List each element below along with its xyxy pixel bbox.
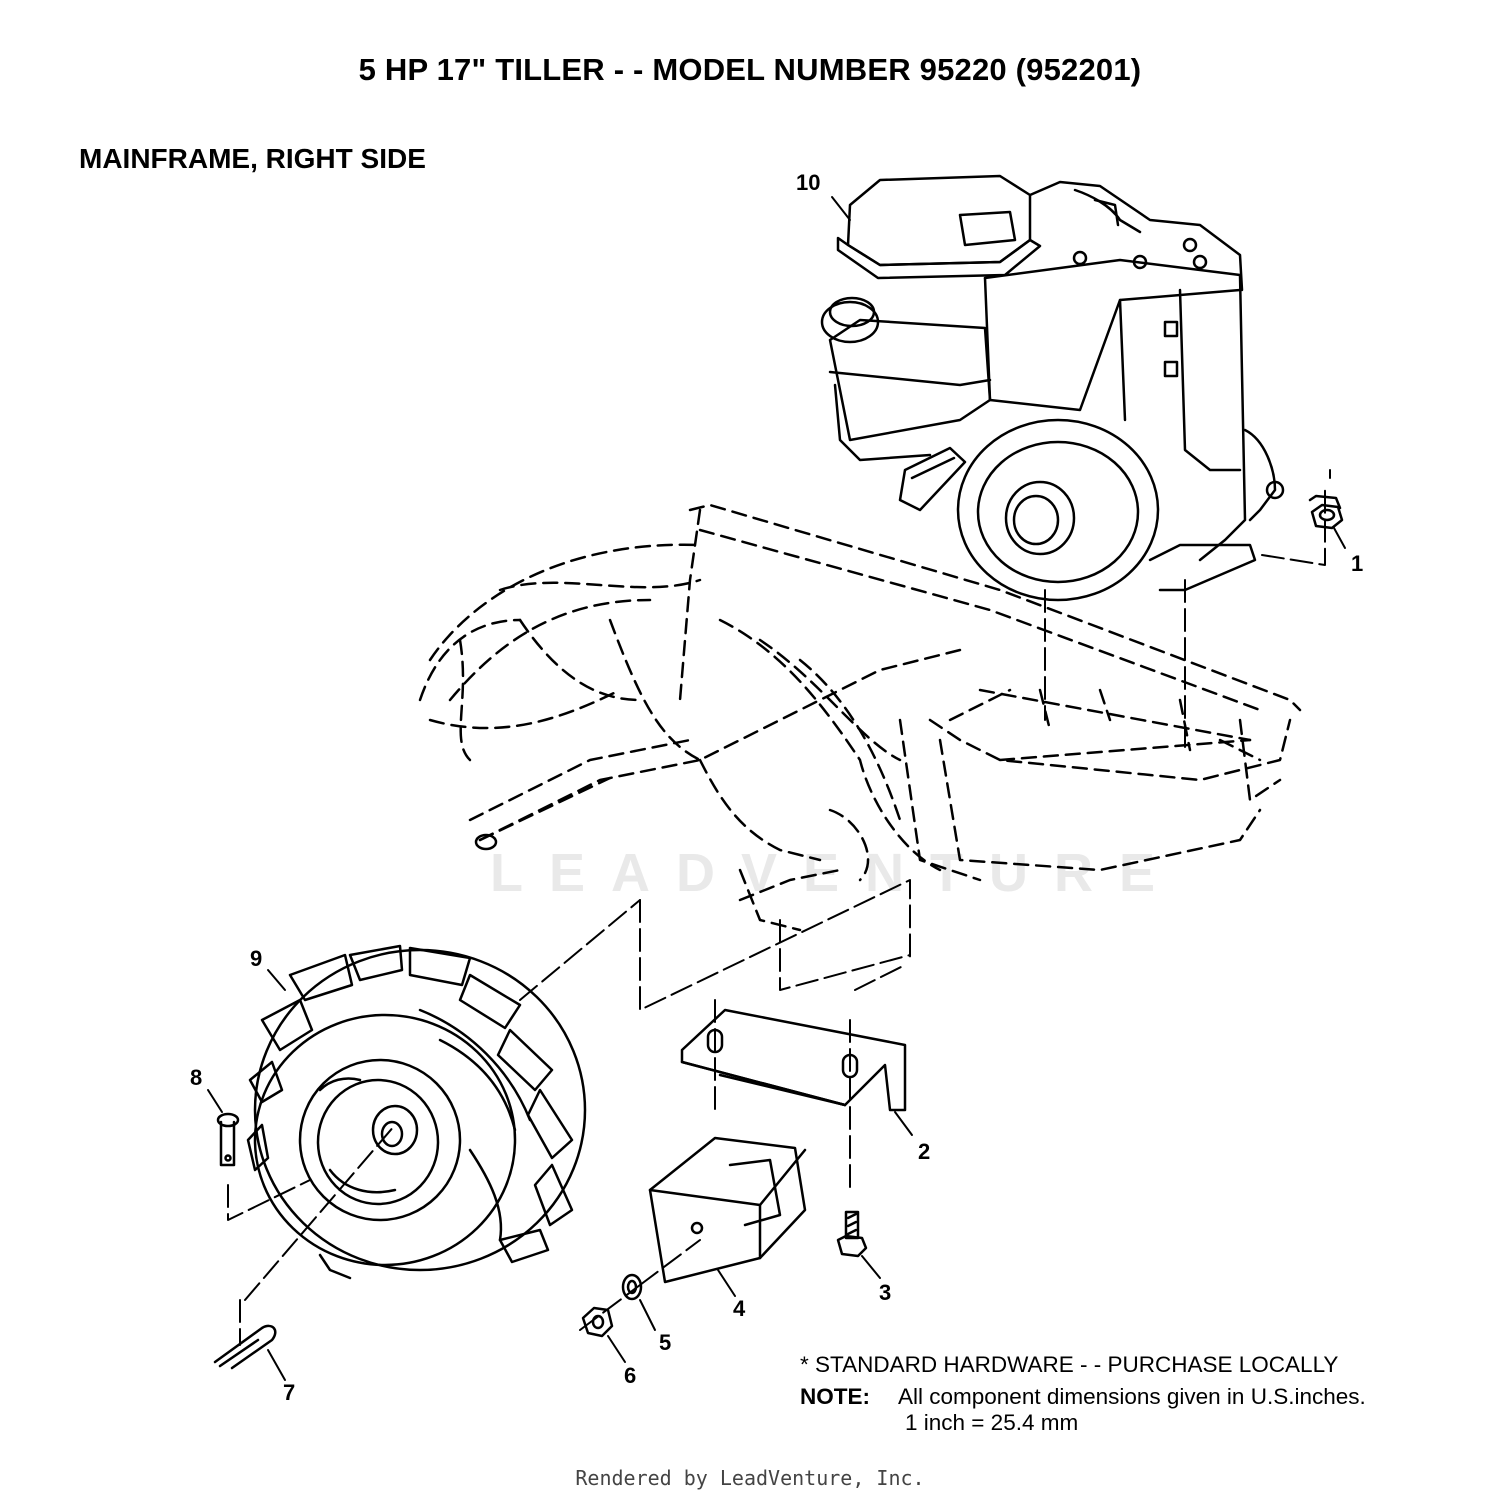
- callout-9: 9: [250, 946, 262, 971]
- callout-6: 6: [624, 1363, 636, 1388]
- clevis-pin-drawing: [216, 1112, 240, 1167]
- diagram-title: 5 HP 17" TILLER - - MODEL NUMBER 95220 (…: [358, 52, 1142, 87]
- standard-hardware-note: * STANDARD HARDWARE - - PURCHASE LOCALLY: [800, 1352, 1339, 1377]
- weight-block-drawing: [648, 1136, 807, 1284]
- hairpin-clip-drawing: [213, 1324, 277, 1370]
- note-text: All component dimensions given in U.S.in…: [898, 1384, 1366, 1409]
- callout-3: 3: [879, 1280, 891, 1305]
- callout-4: 4: [733, 1296, 746, 1321]
- unit-conversion: 1 inch = 25.4 mm: [905, 1410, 1079, 1435]
- lock-washer-drawing: [621, 1273, 643, 1301]
- callout-leader-lines: [207, 196, 1346, 1381]
- bracket-drawing: [680, 1008, 907, 1112]
- callout-1: 1: [1351, 551, 1363, 576]
- wheel-tire-drawing: [246, 944, 587, 1280]
- assembly-guide-lines: [227, 469, 1331, 1346]
- notes-block: * STANDARD HARDWARE - - PURCHASE LOCALLY…: [800, 1349, 1366, 1439]
- callout-2: 2: [918, 1139, 930, 1164]
- callout-7: 7: [283, 1380, 295, 1405]
- callout-8: 8: [190, 1065, 202, 1090]
- engine-drawing: [820, 174, 1285, 602]
- dimension-note: NOTE: All component dimensions given in …: [800, 1381, 1366, 1413]
- note-label: NOTE:: [800, 1384, 870, 1409]
- hex-nut-drawing: [581, 1306, 614, 1338]
- tiller-frame-outline: [418, 503, 1302, 932]
- callout-10: 10: [796, 170, 820, 195]
- axle-shaft: [474, 776, 612, 851]
- callout-5: 5: [659, 1330, 671, 1355]
- bolt-drawing: [836, 1210, 868, 1258]
- render-credit: Rendered by LeadVenture, Inc.: [575, 1466, 925, 1490]
- diagram-subtitle: MAINFRAME, RIGHT SIDE: [79, 143, 426, 174]
